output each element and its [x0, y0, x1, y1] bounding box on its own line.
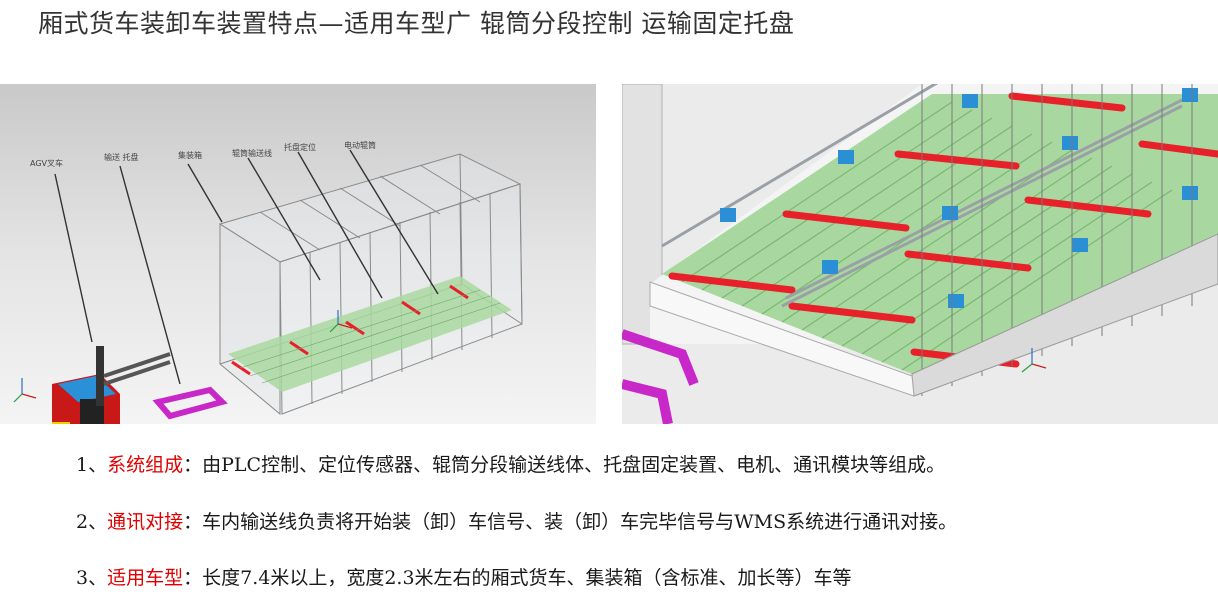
bullet-prefix: 2、 [76, 511, 108, 533]
bullet-colon: ： [183, 511, 203, 533]
bullet-communication-interface: 2、通讯对接：车内输送线负责将开始装（卸）车信号、装（卸）车完毕信号与WMS系统… [76, 507, 957, 534]
bullet-text: 由PLC控制、定位传感器、辊筒分段输送线体、托盘固定装置、电机、通讯模块等组成。 [202, 454, 946, 476]
callout-pallet-positioning: 托盘定位 [284, 142, 316, 152]
bullet-prefix: 3、 [76, 567, 108, 589]
bullet-keyword: 通讯对接 [107, 511, 184, 533]
bullet-text: 长度7.4米以上，宽度2.3米左右的厢式货车、集装箱（含标准、加长等）车等 [202, 567, 852, 589]
bullet-applicable-vehicles: 3、适用车型：长度7.4米以上，宽度2.3米左右的厢式货车、集装箱（含标准、加长… [76, 563, 852, 590]
callout-agv-forklift: AGV叉车 [30, 158, 63, 168]
roller-field-illustration [661, 84, 1218, 374]
pallet-illustration [622, 329, 699, 424]
callout-roller-conveyor: 辊筒输送线 [232, 148, 272, 158]
callout-container: 集装箱 [178, 150, 202, 160]
bullet-keyword: 系统组成 [107, 454, 184, 476]
bullet-colon: ： [183, 567, 203, 589]
axis-triad-icon [13, 378, 37, 403]
page-title: 厢式货车装卸车装置特点—适用车型广 辊筒分段控制 运输固定托盘 [38, 9, 795, 38]
callout-conveyor-pallet: 输送 托盘 [104, 152, 139, 162]
bullet-system-composition: 1、系统组成：由PLC控制、定位传感器、辊筒分段输送线体、托盘固定装置、电机、通… [76, 450, 945, 477]
axis-triad-icon-container [329, 310, 353, 333]
agv-forklift-illustration [52, 346, 171, 424]
bullet-colon: ： [183, 454, 203, 476]
pallet-illustration [152, 386, 228, 420]
bullet-keyword: 适用车型 [107, 567, 184, 589]
callout-leader-lines [54, 149, 439, 385]
callout-motorized-roller: 电动辊筒 [344, 140, 376, 150]
bullet-prefix: 1、 [76, 454, 108, 476]
bullet-text: 车内输送线负责将开始装（卸）车信号、装（卸）车完毕信号与WMS系统进行通讯对接。 [202, 511, 958, 533]
roller-conveyor-floor [228, 276, 512, 392]
axis-triad-icon [1021, 348, 1047, 373]
figure-roller-floor-closeup [622, 84, 1218, 424]
figure-container-exploded-view: AGV叉车 输送 托盘 集装箱 辊筒输送线 托盘定位 电动辊筒 [0, 84, 596, 424]
